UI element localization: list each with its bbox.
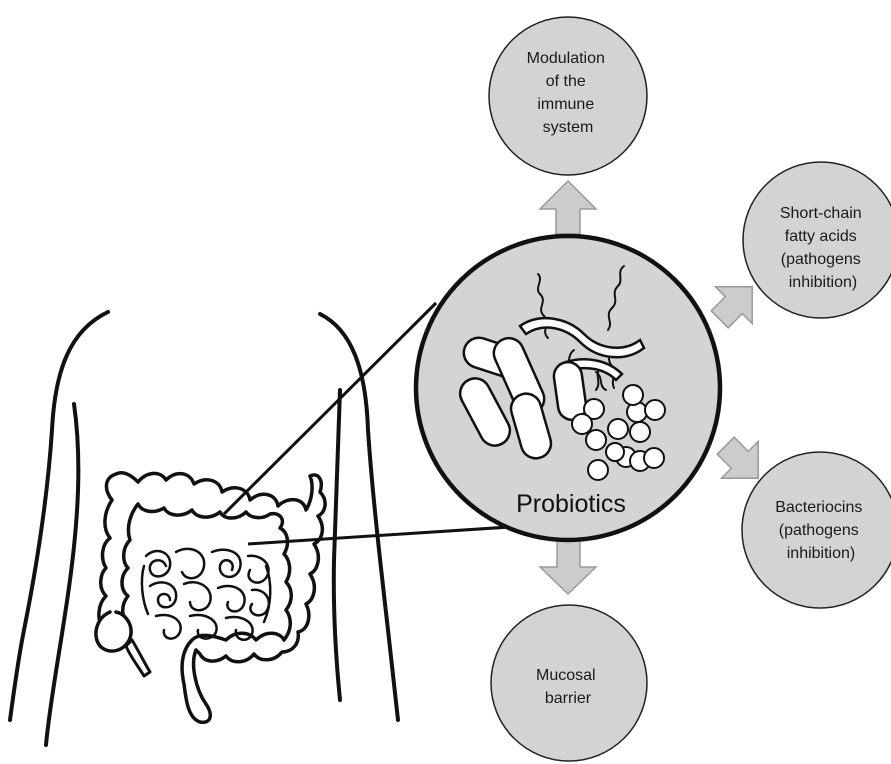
colon-outer xyxy=(99,473,325,723)
effect-immune-line-4: system xyxy=(543,119,594,136)
zoom-line-upper xyxy=(224,303,436,514)
effect-mucosal-line-2: barrier xyxy=(545,690,592,707)
effect-scfa-line-1: Short-chain xyxy=(780,205,862,222)
center-label: Probiotics xyxy=(516,490,626,518)
effect-immune-line-3: immune xyxy=(537,96,594,113)
torso-intestines-icon xyxy=(10,312,398,745)
effect-bacteriocins: Bacteriocins (pathogens inhibition) xyxy=(742,452,891,608)
effect-bacteriocins-line-3: inhibition) xyxy=(787,545,855,562)
effect-scfa-line-2: fatty acids xyxy=(785,228,857,245)
torso-right-inner xyxy=(334,390,340,700)
effect-scfa-line-4: inhibition) xyxy=(789,274,857,291)
effect-bacteriocins-line-2: (pathogens xyxy=(779,522,859,539)
probiotics-circle: Probiotics xyxy=(416,236,720,540)
arrow-down-icon xyxy=(540,541,596,594)
effect-immune: Modulation of the immune system xyxy=(489,17,647,175)
effect-mucosal: Mucosal barrier xyxy=(491,605,647,761)
effect-scfa-line-3: (pathogens xyxy=(781,251,861,268)
small-intestine xyxy=(142,549,270,640)
effect-immune-line-1: Modulation xyxy=(527,50,605,67)
appendix xyxy=(126,640,150,676)
effect-scfa: Short-chain fatty acids (pathogens inhib… xyxy=(743,162,891,318)
arrow-up-icon xyxy=(540,181,596,234)
effect-immune-line-2: of the xyxy=(546,73,586,90)
svg-text:Bacteriocins (pathogen: Bacteriocins (pathogens inhibition) xyxy=(775,499,867,562)
effect-bacteriocins-line-1: Bacteriocins xyxy=(775,499,862,516)
torso-right-outline xyxy=(320,314,398,720)
effect-mucosal-line-1: Mucosal xyxy=(536,667,596,684)
